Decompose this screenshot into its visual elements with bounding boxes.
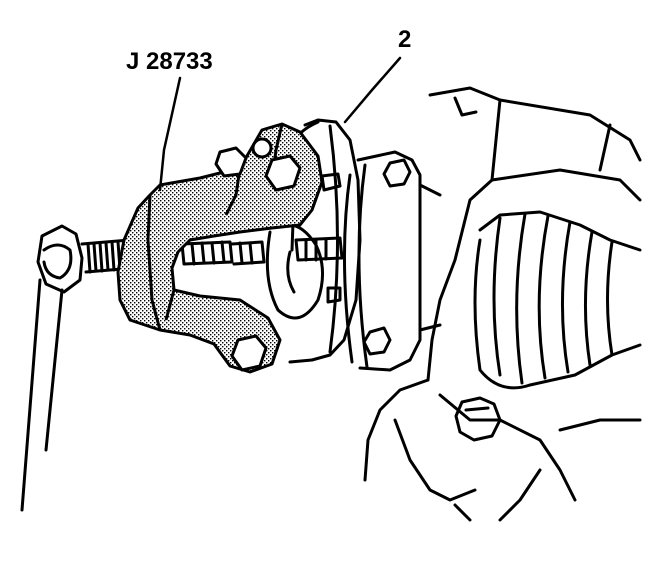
- leader-line-tool: [158, 76, 182, 192]
- stud-through-tool: [180, 240, 266, 266]
- housing-bolt-upper: [382, 158, 412, 188]
- puller-tool-body: [116, 122, 324, 374]
- label-tool-number: J 28733: [126, 48, 213, 75]
- tool-bolt-top: [214, 146, 248, 178]
- tool-bolt-right: [264, 154, 302, 192]
- wheel-stud-upper-right: [320, 172, 342, 192]
- tool-bolt-bottom: [230, 334, 268, 372]
- steering-knuckle: [363, 86, 642, 522]
- tool-center-hole: [251, 137, 273, 159]
- housing-bolt-lower: [362, 326, 392, 356]
- hub-center-bore: [265, 223, 324, 320]
- cv-joint-boot: [473, 210, 642, 390]
- callout-2: 2: [398, 26, 412, 53]
- knuckle-bolt: [454, 396, 502, 442]
- wheel-stud-lower: [326, 286, 342, 304]
- breaker-bar-handle: [20, 278, 64, 512]
- wheel-stud-right: [294, 236, 344, 262]
- screw-head-hex: [36, 224, 84, 294]
- leader-line-2: [343, 56, 402, 124]
